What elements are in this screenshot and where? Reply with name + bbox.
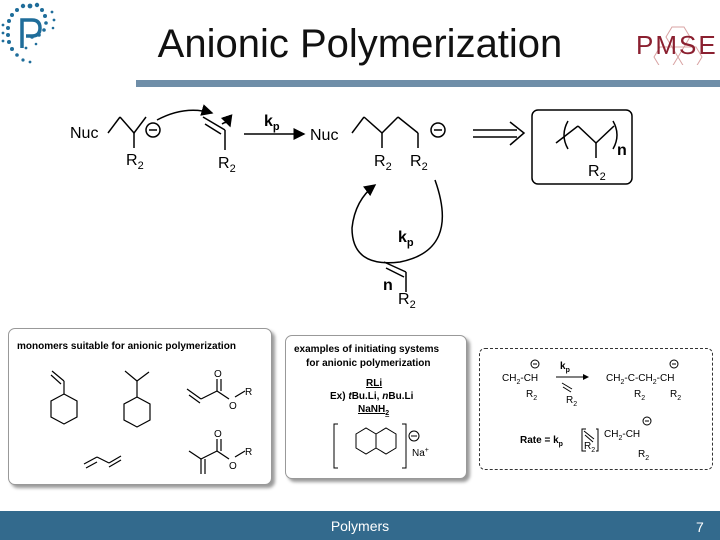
initiators-panel: examples of initiating systems for anion…	[285, 335, 467, 479]
rate-constant-label: kp	[264, 113, 280, 133]
repeat-n-label: n	[617, 142, 627, 159]
initiator-rli: RLi	[366, 378, 382, 389]
footer-bar	[0, 511, 720, 540]
rate-equation: Rate = kp	[520, 435, 563, 448]
r2-label: R2	[218, 155, 236, 175]
r2-label: R2	[526, 389, 537, 402]
ester-r-label: R	[245, 447, 252, 458]
rate-panel: CH2-CH R2 kp R2 CH2-C-CH2-CH R2 R2 Rate …	[479, 348, 713, 470]
monomers-panel: monomers suitable for anionic polymeriza…	[8, 328, 272, 485]
r2-label: R2	[670, 389, 681, 402]
rate-scheme: CH2-CH R2 kp R2 CH2-C-CH2-CH R2 R2 Rate …	[502, 359, 681, 462]
panel-title: monomers suitable for anionic polymeriza…	[17, 341, 236, 352]
r2-label: R2	[566, 395, 577, 408]
pmse-logo-text: PMSE	[636, 30, 718, 60]
footer-title: Polymers	[330, 518, 390, 534]
chain-end-text: CH2-CH	[604, 429, 640, 442]
r2-label: R2	[584, 441, 595, 454]
rate-constant-label: kp	[398, 229, 414, 249]
initiator-examples: Ex) tBu.Li, nBu.Li	[330, 391, 414, 402]
slide-title: Anionic Polymerization	[157, 22, 563, 66]
r2-label: R2	[410, 153, 428, 173]
r2-label: R2	[398, 291, 416, 311]
nuc-label: Nuc	[70, 125, 98, 142]
ester-o-label: O	[214, 429, 222, 440]
r2-label: R2	[126, 152, 144, 172]
ester-o-label: O	[229, 401, 237, 412]
monomer-structures: monomers suitable for anionic polymeriza…	[17, 341, 252, 474]
sodium-counterion: Na+	[412, 447, 429, 459]
r2-label: R2	[374, 153, 392, 173]
chain-end-text: CH2-C-CH2-CH	[606, 373, 674, 386]
ester-o-label: O	[229, 461, 237, 472]
title-divider	[136, 80, 720, 87]
ester-o-label: O	[214, 369, 222, 380]
nuc-label: Nuc	[310, 127, 338, 144]
propagation-scheme: Nuc R2 R2 kp Nuc R2 R2 n R2 kp n R2	[70, 104, 633, 311]
r2-label: R2	[588, 163, 606, 183]
institute-logo	[1, 2, 56, 64]
initiator-nanh2: NaNH2	[358, 404, 389, 417]
ester-r-label: R	[245, 387, 252, 398]
r2-label: R2	[638, 449, 649, 462]
rate-constant-label: kp	[560, 361, 570, 374]
pmse-logo: PMSE	[636, 26, 718, 65]
panel-title: examples of initiating systems	[294, 344, 439, 355]
chain-end-text: CH2-CH	[502, 373, 538, 386]
initiator-list: examples of initiating systems for anion…	[294, 344, 439, 469]
r2-label: R2	[634, 389, 645, 402]
panel-subtitle: for anionic polymerization	[306, 358, 430, 369]
page-number: 7	[696, 519, 704, 535]
repeat-n-label: n	[383, 277, 393, 294]
